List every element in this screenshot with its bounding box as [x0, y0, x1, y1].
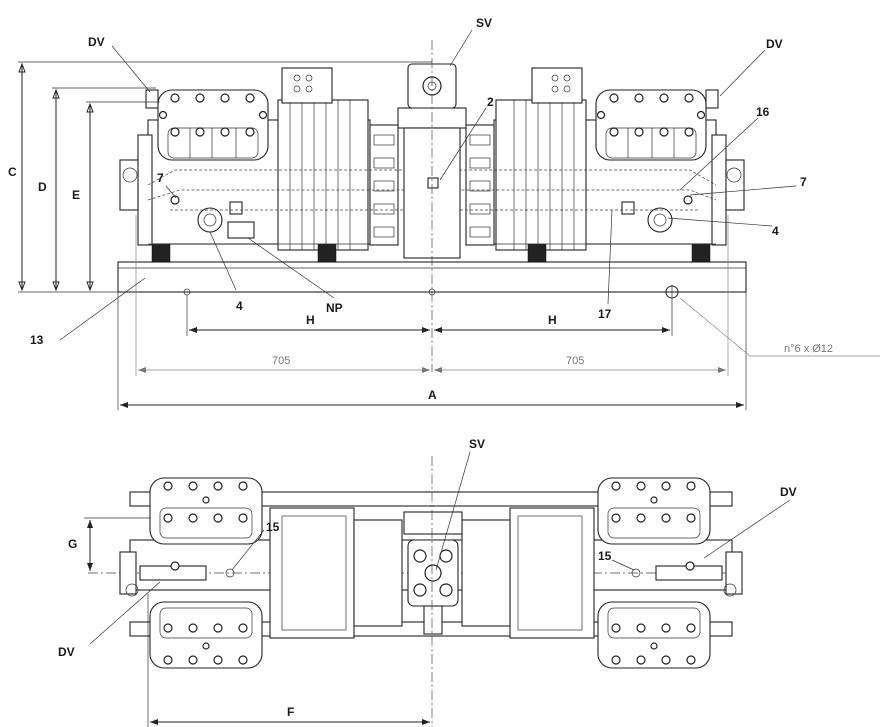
right-heads-plan: [597, 477, 743, 669]
dim-label-a: A: [428, 388, 437, 402]
label-dv-top-left: DV: [88, 35, 105, 49]
label-7-right: 7: [800, 175, 807, 189]
plan-view: [84, 451, 791, 727]
dim-label-f: F: [287, 705, 294, 719]
label-15-right: 15: [598, 549, 612, 563]
label-holes: n°6 x Ø12: [784, 343, 833, 355]
label-7-left: 7: [157, 171, 164, 185]
label-sv-bottom: SV: [469, 437, 485, 451]
left-heads-plan: [119, 477, 263, 669]
dim-label-h-right: H: [548, 313, 557, 327]
left-compressor-front: [119, 67, 399, 263]
label-13: 13: [30, 333, 44, 347]
label-sv-top: SV: [476, 16, 492, 30]
label-17: 17: [598, 307, 612, 321]
label-np: NP: [326, 301, 343, 315]
label-16: 16: [756, 105, 770, 119]
dim-label-705-right: 705: [566, 355, 584, 367]
label-4-right: 4: [772, 224, 779, 238]
dim-label-e: E: [72, 188, 80, 202]
dim-label-h-left: H: [306, 313, 315, 327]
label-dv-bottom-right: DV: [780, 485, 797, 499]
right-compressor-front: [465, 67, 745, 263]
label-dv-bottom-left: DV: [58, 645, 75, 659]
label-2: 2: [487, 95, 494, 109]
dim-label-d: D: [38, 180, 47, 194]
front-elevation-view: [18, 29, 880, 410]
dim-label-705-left: 705: [272, 355, 290, 367]
label-15-left: 15: [266, 520, 280, 534]
dim-label-c: C: [8, 165, 17, 179]
dim-label-g: G: [68, 537, 77, 551]
label-dv-top-right: DV: [766, 37, 783, 51]
label-4-left: 4: [236, 299, 243, 313]
